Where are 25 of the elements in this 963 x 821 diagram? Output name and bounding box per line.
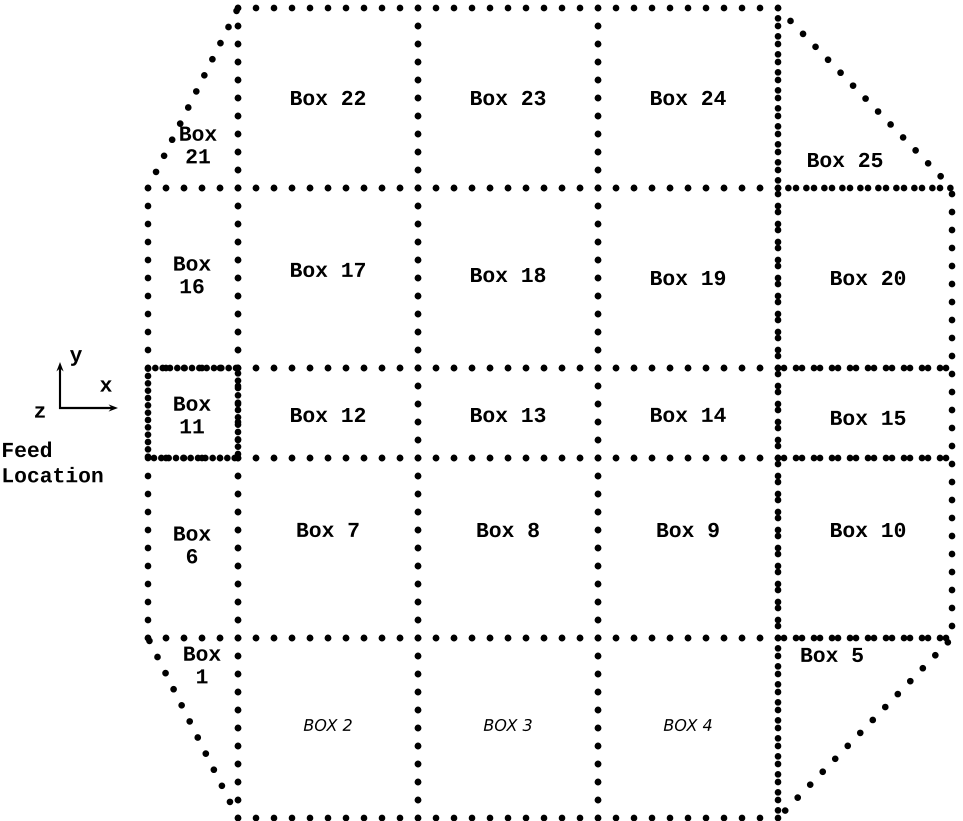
grid-cell: Box 7 [234, 454, 422, 642]
grid-cell: BOX 2 [234, 634, 422, 821]
grid-cell: Box 18 [414, 184, 602, 372]
grid-cell: Box 23 [414, 4, 602, 192]
grid-cell: Box 14 [594, 364, 782, 462]
grid-cell: Box 16 [144, 184, 242, 372]
grid-cell: Box 20 [774, 184, 956, 372]
axis-label: x [100, 380, 112, 392]
grid-cell: Box 10 [774, 454, 956, 642]
grid-cell: Box 12 [234, 364, 422, 462]
grid-cell: Box 11 [144, 364, 242, 462]
axis-label: z [35, 406, 45, 418]
grid-cell: Box 15 [774, 364, 956, 462]
grid-cell: Box 22 [234, 4, 422, 192]
grid-cell: BOX 4 [594, 634, 782, 821]
grid-cell: Box 9 [594, 454, 782, 642]
axis-label: y [70, 350, 82, 366]
grid-cell: Box 6 [144, 454, 242, 642]
grid-cell: Box 19 [594, 184, 782, 372]
grid-cell: Box 8 [414, 454, 602, 642]
grid-cell: BOX 3 [414, 634, 602, 821]
grid-cell: Box 13 [414, 364, 602, 462]
grid-cell: Box 24 [594, 4, 782, 192]
grid-cell: Box 17 [234, 184, 422, 372]
location-label: Feed Location [3, 442, 102, 482]
